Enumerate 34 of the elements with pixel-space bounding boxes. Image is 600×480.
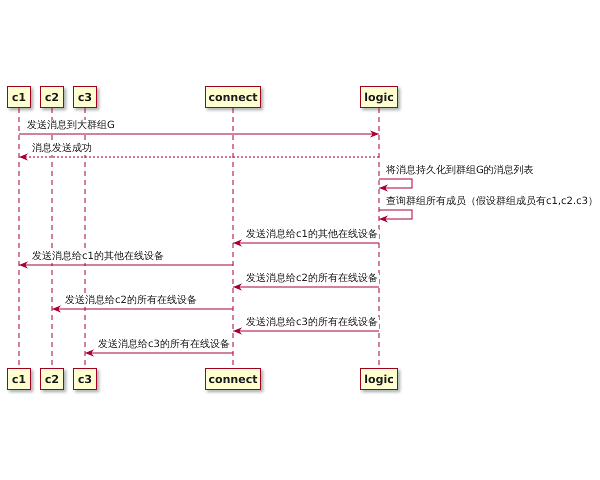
message-arrow [232, 283, 380, 291]
message-label: 发送消息给c1的其他在线设备 [245, 229, 379, 241]
lifeline [84, 108, 86, 368]
participant-box: c1 [7, 86, 31, 108]
lifeline [378, 108, 380, 368]
participant-box: c2 [40, 368, 64, 390]
message-label: 发送消息到大群组G [26, 120, 116, 132]
message-label: 发送消息给c2的所有在线设备 [245, 273, 379, 285]
lifeline [51, 108, 53, 368]
lifeline [232, 108, 234, 368]
message-label: 发送消息给c1的其他在线设备 [31, 251, 165, 263]
message-label: 将消息持久化到群组G的消息列表 [385, 165, 535, 177]
participant-box: logic [360, 368, 398, 390]
participant-box: connect [205, 86, 261, 108]
participant-box: c2 [40, 86, 64, 108]
message-label: 发送消息给c3的所有在线设备 [97, 339, 231, 351]
message-arrow [18, 130, 380, 138]
message-arrow [18, 261, 234, 269]
participant-box: logic [360, 86, 398, 108]
self-message-arrow [378, 210, 412, 223]
participant-box: c3 [73, 86, 97, 108]
message-arrow [52, 305, 234, 313]
message-arrow [232, 239, 380, 247]
message-label: 发送消息给c3的所有在线设备 [245, 317, 379, 329]
message-arrow [18, 153, 380, 161]
participant-box: c3 [73, 368, 97, 390]
message-label: 消息发送成功 [31, 143, 93, 155]
message-arrow [232, 327, 380, 335]
message-label: 发送消息给c2的所有在线设备 [64, 295, 198, 307]
message-arrow [84, 349, 234, 357]
participant-box: connect [205, 368, 261, 390]
participant-box: c1 [7, 368, 31, 390]
self-message-arrow [378, 178, 412, 192]
lifeline [18, 108, 20, 368]
